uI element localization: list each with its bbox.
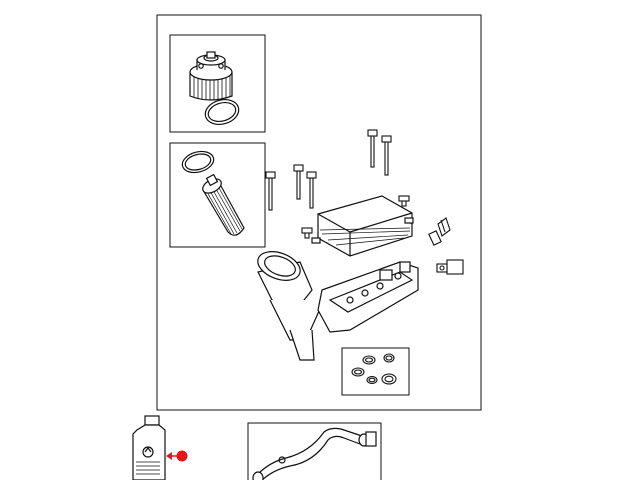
hose-inset-frame (247, 422, 382, 480)
oil-temperature-sensor-icon[interactable] (436, 259, 464, 275)
cap-inset-frame (169, 34, 266, 133)
oil-filter-element-icon[interactable] (200, 173, 245, 236)
oil-cooler-icon[interactable] (311, 195, 414, 257)
oil-pressure-sensor-icon[interactable] (428, 217, 451, 246)
gasket-seal-kit-icon[interactable] (351, 353, 397, 385)
cap-o-ring-icon[interactable] (202, 96, 241, 128)
oil-filter-housing-icon[interactable] (254, 246, 419, 361)
mounting-bolts-icon[interactable] (265, 129, 410, 239)
coolant-hose-icon[interactable] (252, 427, 377, 480)
filter-o-ring-icon[interactable] (180, 148, 216, 176)
oil-filter-cap-icon[interactable] (189, 51, 233, 101)
assembly-frame (156, 14, 482, 411)
callout-pointer (166, 450, 188, 462)
fluid-bottle-icon[interactable] (132, 415, 166, 480)
seal-kit-inset-frame (341, 347, 410, 396)
